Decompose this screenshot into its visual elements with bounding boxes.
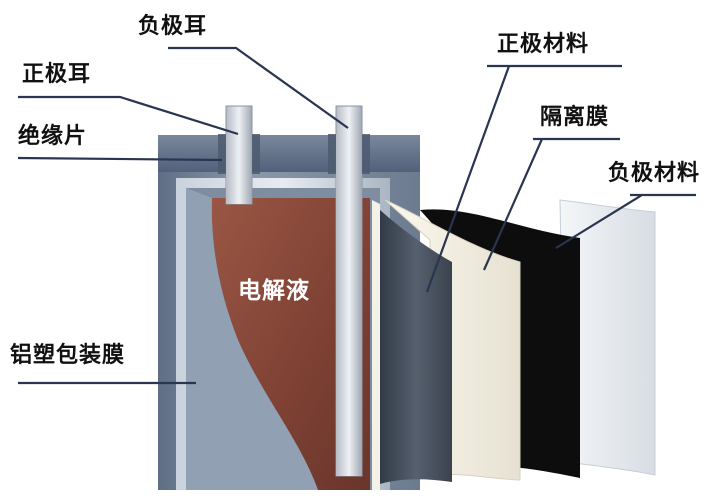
leader-lines — [17, 46, 696, 385]
leader-positive-tab — [18, 95, 239, 136]
label-electrolyte: 电解液 — [238, 278, 310, 304]
electrolyte-region — [211, 198, 370, 490]
positive-tab-front — [226, 134, 252, 204]
label-insulator: 绝缘片 — [18, 124, 88, 149]
leader-negative-material — [555, 193, 696, 249]
label-negative-material: 负极材料 — [608, 161, 701, 186]
label-positive-tab: 正极耳 — [22, 62, 92, 87]
negative-tab-front — [336, 134, 362, 476]
leader-positive-material — [425, 64, 622, 293]
leader-separator — [482, 137, 620, 271]
label-separator: 隔离膜 — [540, 105, 610, 130]
label-positive-material: 正极材料 — [497, 32, 590, 57]
separator-edge — [372, 200, 380, 490]
casing-curve-shade — [186, 188, 318, 490]
casing-top-band — [158, 135, 420, 172]
outer-wrap-layer — [559, 199, 656, 476]
label-aluminum-plastic-film: 铝塑包装膜 — [10, 343, 126, 368]
leader-negative-tab — [168, 46, 349, 129]
label-negative-tab: 负极耳 — [138, 14, 208, 39]
leader-insulator — [17, 156, 223, 162]
positive-material-layer — [380, 210, 452, 484]
